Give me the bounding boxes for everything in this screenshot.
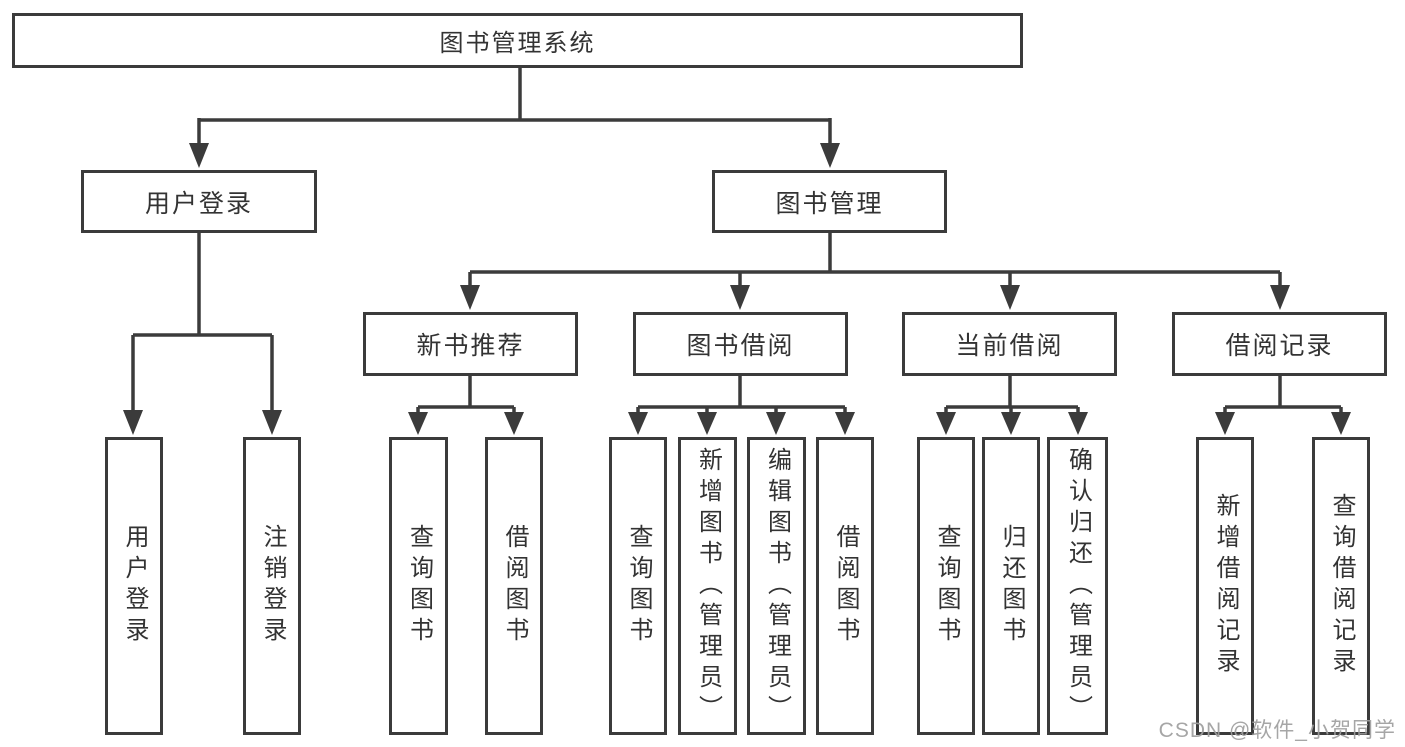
leaf-label: 查询图书 — [405, 524, 433, 648]
leaf-query-books-recommend: 查询图书 — [389, 437, 448, 735]
leaf-label: 查询图书 — [933, 524, 960, 648]
leaf-label: 查询借阅记录 — [1328, 493, 1355, 679]
node-book-borrow: 图书借阅 — [633, 312, 848, 376]
leaf-borrow-books: 借阅图书 — [816, 437, 874, 735]
leaf-label: 新增图书（管理员） — [694, 446, 722, 726]
leaf-edit-books-admin: 编辑图书（管理员） — [747, 437, 806, 735]
leaf-label: 编辑图书（管理员） — [763, 446, 791, 726]
leaf-confirm-return-admin: 确认归还（管理员） — [1047, 437, 1108, 735]
leaf-user-login: 用户登录 — [105, 437, 163, 735]
leaf-label: 注销登录 — [259, 524, 286, 648]
leaf-add-books-admin: 新增图书（管理员） — [678, 437, 737, 735]
leaf-label: 查询图书 — [625, 524, 652, 648]
node-current-borrow: 当前借阅 — [902, 312, 1117, 376]
leaf-label: 归还图书 — [998, 524, 1025, 648]
leaf-query-borrow-record: 查询借阅记录 — [1312, 437, 1370, 735]
node-user-login: 用户登录 — [81, 170, 317, 233]
node-book-management: 图书管理 — [712, 170, 947, 233]
node-new-book-recommend: 新书推荐 — [363, 312, 578, 376]
leaf-label: 确认归还（管理员） — [1064, 446, 1092, 726]
leaf-label: 借阅图书 — [832, 524, 859, 648]
leaf-borrow-books-recommend: 借阅图书 — [485, 437, 543, 735]
arrowheads — [123, 143, 1351, 435]
leaf-query-books-borrow: 查询图书 — [609, 437, 667, 735]
watermark: CSDN @软件_小贺同学 — [1158, 719, 1396, 742]
node-library-system: 图书管理系统 — [12, 13, 1023, 68]
leaf-add-borrow-record: 新增借阅记录 — [1196, 437, 1254, 735]
leaf-label: 用户登录 — [121, 524, 148, 648]
leaf-label: 借阅图书 — [501, 524, 528, 648]
leaf-label: 新增借阅记录 — [1212, 493, 1239, 679]
node-borrow-records: 借阅记录 — [1172, 312, 1387, 376]
leaf-query-books-current: 查询图书 — [917, 437, 975, 735]
leaf-return-books: 归还图书 — [982, 437, 1040, 735]
leaf-logout: 注销登录 — [243, 437, 301, 735]
